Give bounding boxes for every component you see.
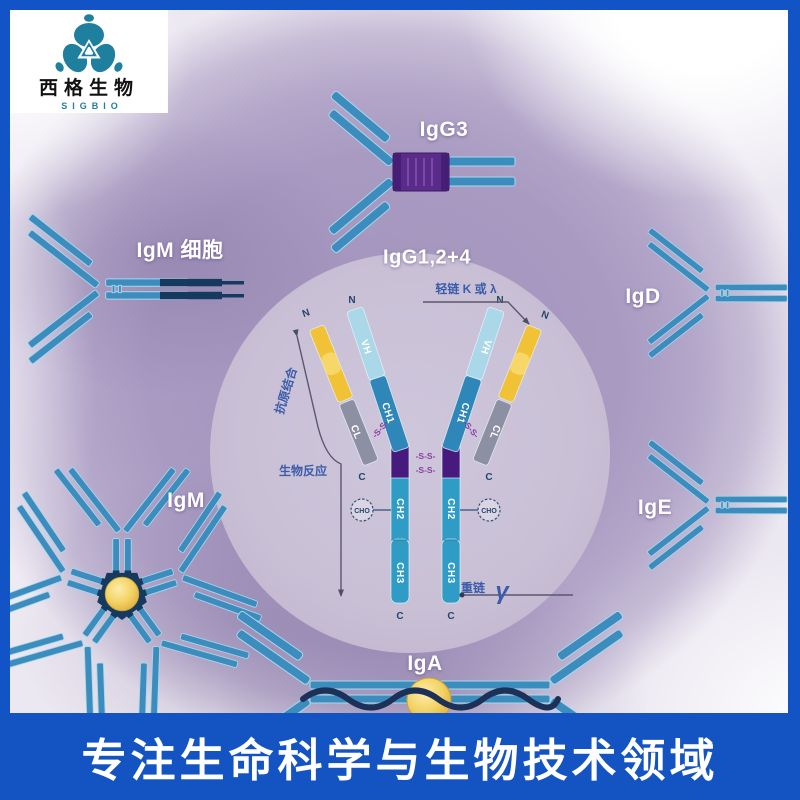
label-igm-membrane: IgM 细胞 <box>136 239 224 262</box>
igm-pentamer <box>10 459 271 713</box>
cho-label: CHO <box>481 508 497 515</box>
antibody-artwork: N N N N C C C C VH VH CH1 CH1 CL CL CH2 … <box>10 90 788 713</box>
biological-response-annotation: 生物反应 <box>279 463 327 478</box>
bottom-banner: 专注生命科学与生物技术领域 <box>0 713 800 800</box>
iga-secretory-component <box>300 687 561 711</box>
n-terminal-label: N <box>301 307 312 320</box>
label-igg124: IgG1,2+4 <box>383 246 471 269</box>
n-terminal-label: N <box>496 295 503 306</box>
gamma-symbol: γ <box>495 578 510 605</box>
cl-domain-left <box>339 399 378 466</box>
label-ige: IgE <box>637 496 673 519</box>
n-terminal-label: N <box>540 309 551 322</box>
heavy-chain-annotation: 重链 <box>461 580 486 595</box>
vh-label: VH <box>478 338 493 356</box>
label-igg3: IgG3 <box>419 118 469 141</box>
label-igm-pentamer: IgM <box>167 489 205 512</box>
detail-zoom-circle <box>210 253 610 653</box>
c-terminal-label: C <box>396 611 403 622</box>
igm-j-chain <box>104 576 140 612</box>
vh-domain-right <box>466 307 505 380</box>
n-terminal-label: N <box>348 295 355 306</box>
c-terminal-label: C <box>358 472 365 483</box>
c-terminal-label: C <box>485 472 492 483</box>
cho-circle-right <box>477 498 501 522</box>
igm-membrane-antibody <box>19 213 244 365</box>
cl-label: CL <box>487 423 502 440</box>
igg3-antibody <box>328 90 516 254</box>
label-igd: IgD <box>625 285 661 308</box>
ch3-domain-right <box>441 538 461 604</box>
ch2-label: CH2 <box>445 498 456 520</box>
logo-box: 西格生物 SIGBIO <box>10 10 168 113</box>
vh-label: VH <box>358 338 373 356</box>
cl-label: CL <box>348 424 363 441</box>
iga-dimer <box>236 610 624 713</box>
antigen-binding-annotation: 抗原结合 <box>271 364 300 415</box>
cho-circle-left <box>350 498 374 522</box>
ch3-domain-left <box>390 538 410 604</box>
logo-company-name: 西格生物 <box>39 76 139 99</box>
label-iga: IgA <box>407 652 443 675</box>
logo-trefoil-icon <box>55 14 123 73</box>
ch2-label: CH2 <box>394 498 405 520</box>
disulfide-bond-label: -S-S- <box>416 465 436 475</box>
igd-antibody <box>640 227 788 359</box>
cho-label: CHO <box>354 508 370 515</box>
vh-domain-left <box>346 307 385 380</box>
disulfide-bond-label: -S-S- <box>416 451 436 461</box>
fab-fc-bracket-line <box>292 328 344 597</box>
cl-domain-right <box>473 399 512 466</box>
logo-company-en: SIGBIO <box>61 101 123 111</box>
banner-slogan: 专注生命科学与生物技术领域 <box>81 735 719 786</box>
igg-structure-detail: N N N N C C C C VH VH CH1 CH1 CL CL CH2 … <box>271 281 573 622</box>
ch3-label: CH3 <box>394 562 405 584</box>
ch3-label: CH3 <box>445 562 456 584</box>
c-terminal-label: C <box>447 611 454 622</box>
igg3-hinge-region <box>392 152 450 192</box>
light-chain-annotation: 轻链 K 或 λ <box>435 281 497 296</box>
company-logo: 西格生物 SIGBIO <box>39 14 139 111</box>
